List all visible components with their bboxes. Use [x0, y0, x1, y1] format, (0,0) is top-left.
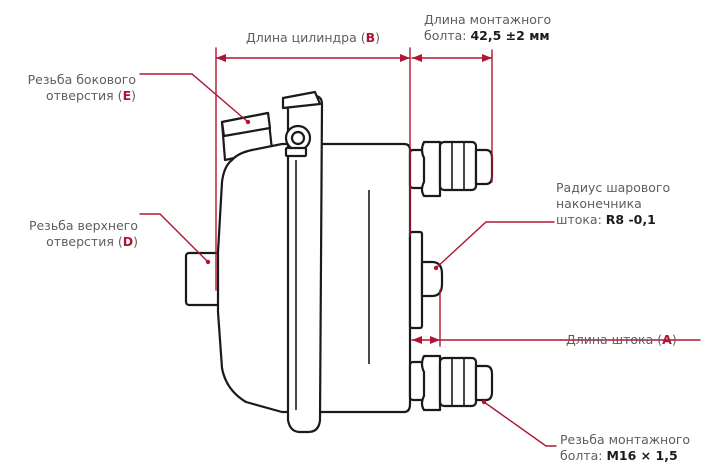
- side-port-letter: E: [122, 88, 132, 103]
- bolt-length-label-prefix: болта:: [424, 28, 471, 43]
- top-port-label-prefix: отверстия (: [46, 234, 123, 249]
- cylinder-length-suffix: ): [375, 30, 381, 45]
- bolt-thread-leader: [483, 401, 557, 447]
- rod-length-prefix: Длина штока (: [566, 332, 663, 347]
- side-port-label-line1: Резьба бокового: [27, 72, 136, 87]
- top-port-label: Резьба верхнего отверстия (D): [0, 218, 138, 250]
- side-port-label-suffix: ): [131, 88, 136, 103]
- rod-length-letter: A: [662, 332, 672, 347]
- rod-length-label: Длина штока (A): [566, 332, 677, 348]
- ball-radius-value: R8 -0,1: [605, 212, 656, 227]
- ball-radius-leader: [435, 221, 555, 269]
- top-port-leader: [139, 213, 209, 263]
- cylinder-length-label: Длина цилиндра (B): [218, 30, 408, 46]
- bolt-length-label: Длина монтажного болта: 42,5 ±2 мм: [424, 12, 551, 44]
- mounting-bolt-upper: [408, 140, 494, 198]
- cylinder-length-letter: B: [365, 30, 376, 45]
- push-rod: [408, 230, 444, 330]
- clamp-bolt: [284, 124, 312, 158]
- mounting-bolt-lower: [408, 354, 494, 412]
- side-port-label-prefix: отверстия (: [45, 88, 123, 103]
- ball-radius-label-prefix: штока:: [556, 212, 606, 227]
- top-port-letter: D: [122, 234, 134, 249]
- bolt-length-value: 42,5 ±2 мм: [470, 28, 550, 43]
- top-port-label-line1: Резьба верхнего: [28, 218, 138, 233]
- dimension-lines: [139, 47, 701, 447]
- top-port-fitting: [184, 251, 222, 307]
- ball-radius-label: Радиус шарового наконечника штока: R8 -0…: [556, 180, 670, 228]
- bolt-thread-value: M16 × 1,5: [606, 448, 678, 463]
- side-port-leader: [139, 73, 249, 123]
- side-port-label: Резьба бокового отверстия (E): [0, 72, 136, 104]
- bolt-thread-label: Резьба монтажного болта: M16 × 1,5: [560, 432, 690, 464]
- top-port-label-suffix: ): [133, 234, 138, 249]
- bolt-length-label-line1: Длина монтажного: [424, 12, 552, 27]
- ball-radius-label-line2: наконечника: [556, 196, 642, 211]
- bolt-thread-label-prefix: болта:: [560, 448, 607, 463]
- cylinder-length-prefix: Длина цилиндра (: [245, 30, 366, 45]
- rod-length-suffix: ): [671, 332, 677, 347]
- ball-radius-label-line1: Радиус шарового: [556, 180, 671, 195]
- bolt-thread-label-line1: Резьба монтажного: [560, 432, 691, 447]
